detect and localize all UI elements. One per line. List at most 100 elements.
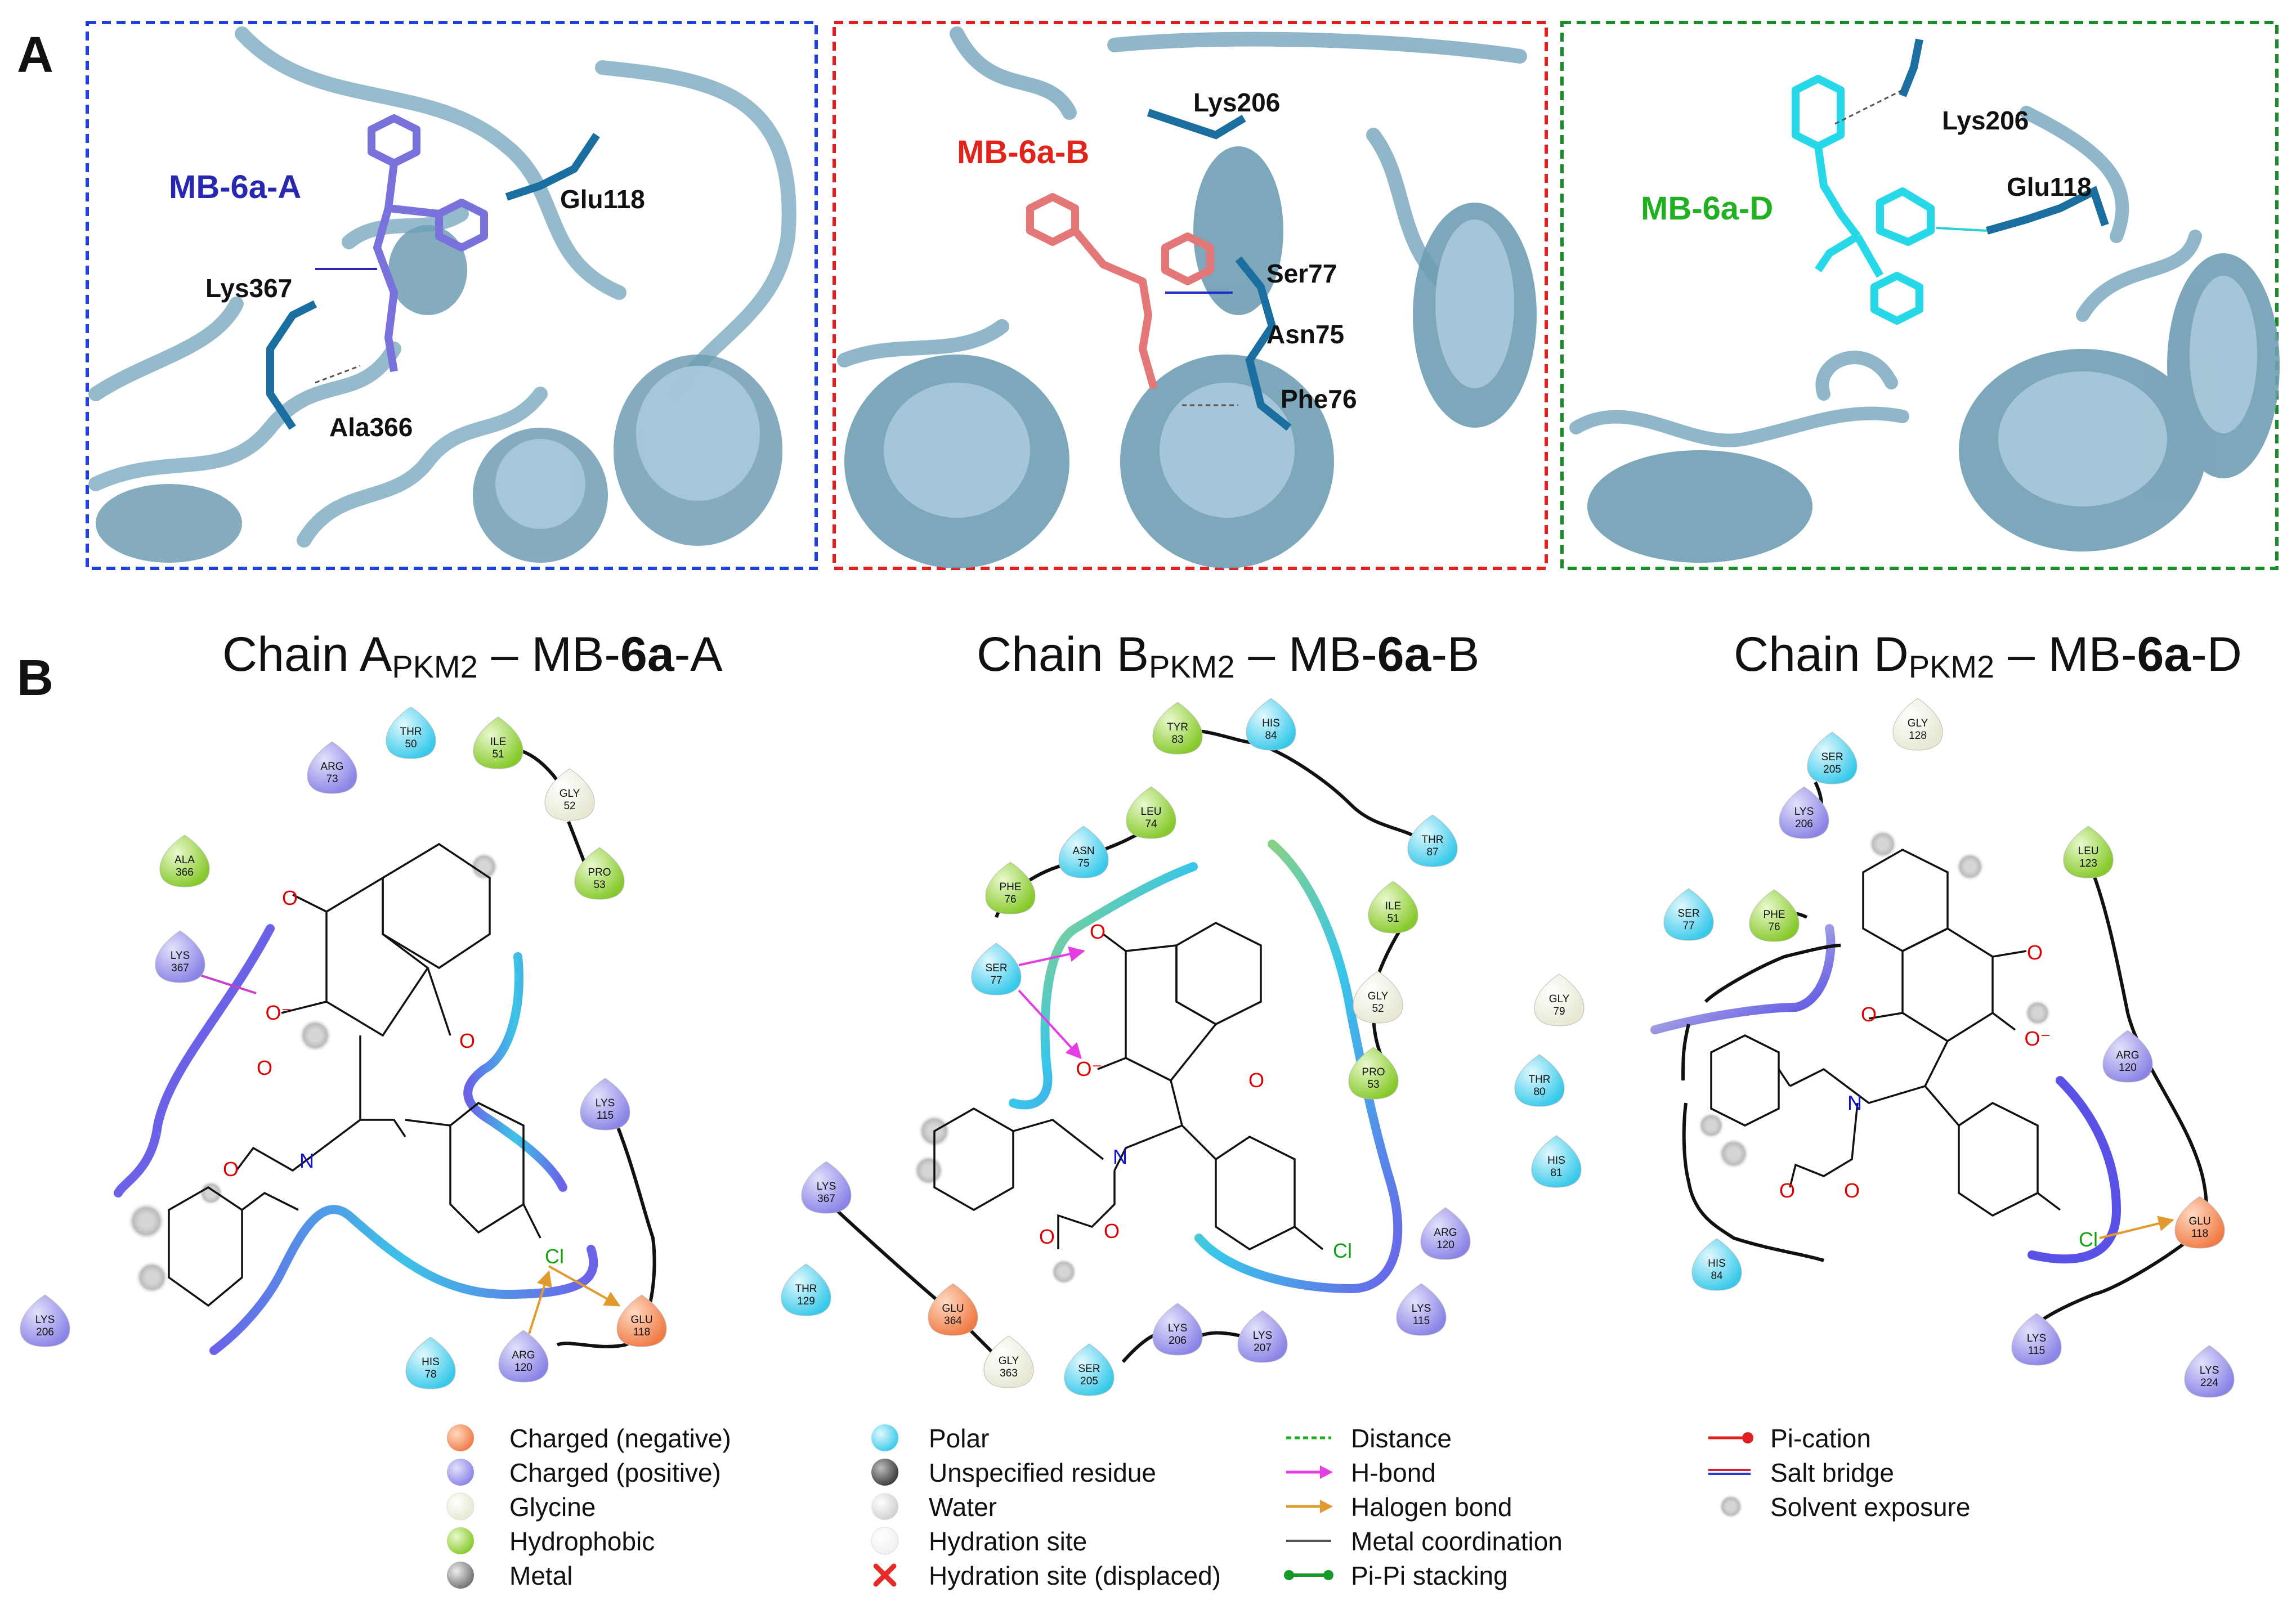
svg-text:H-bond: H-bond (1351, 1458, 1436, 1487)
svg-text:ASN: ASN (1072, 845, 1094, 857)
legend-item: Hydration site (871, 1527, 1087, 1556)
svg-text:367: 367 (817, 1193, 835, 1205)
legend-item: Pi-cation (1708, 1424, 1871, 1453)
atom-label: O (1844, 1179, 1860, 1202)
svg-text:120: 120 (1436, 1239, 1454, 1251)
svg-text:Polar: Polar (929, 1424, 989, 1453)
solvent-exposure (913, 1114, 1077, 1285)
svg-text:205: 205 (1080, 1375, 1098, 1387)
svg-text:75: 75 (1077, 858, 1089, 869)
svg-text:Pi-cation: Pi-cation (1770, 1424, 1871, 1453)
ligand-sticks-a2 (1026, 193, 1214, 389)
svg-text:364: 364 (944, 1315, 962, 1327)
svg-text:THR: THR (400, 726, 422, 738)
atom-label: N (1113, 1145, 1127, 1168)
legend: Charged (negative) Charged (positive) Gl… (446, 1424, 1970, 1590)
residue-label: Lys206 (1942, 106, 2029, 135)
panel-a-chain-d: MB-6a-D Lys206 Glu118 (1560, 21, 2280, 570)
svg-text:73: 73 (326, 773, 338, 785)
svg-text:87: 87 (1426, 846, 1438, 858)
svg-text:LEU: LEU (2078, 845, 2099, 857)
atom-label: O (282, 886, 298, 909)
svg-text:Metal: Metal (509, 1561, 572, 1590)
svg-text:LYS: LYS (2027, 1333, 2047, 1344)
residue-label: Ala366 (329, 412, 413, 442)
legend-item: Metal (447, 1561, 572, 1590)
svg-text:74: 74 (1145, 818, 1157, 830)
svg-text:ARG: ARG (1434, 1227, 1457, 1239)
svg-text:Charged (negative): Charged (negative) (509, 1424, 731, 1453)
ligand-sticks-a3 (1792, 75, 1935, 325)
svg-text:120: 120 (514, 1362, 532, 1374)
svg-text:128: 128 (1909, 730, 1927, 742)
legend-item: Pi-Pi stacking (1284, 1561, 1508, 1590)
atom-label: O⁻ (1076, 1057, 1102, 1080)
svg-text:78: 78 (424, 1369, 436, 1380)
legend-item: Charged (positive) (447, 1458, 721, 1487)
residue-label: Ser77 (1266, 259, 1337, 288)
svg-text:Metal coordination: Metal coordination (1351, 1527, 1563, 1556)
svg-text:76: 76 (1004, 894, 1016, 905)
svg-text:Unspecified residue: Unspecified residue (929, 1458, 1156, 1487)
panel-label-a: A (17, 27, 53, 83)
svg-text:ILE: ILE (490, 736, 507, 748)
atom-label: N (299, 1149, 314, 1172)
atom-label: Cl (2079, 1228, 2098, 1251)
svg-text:Water: Water (929, 1492, 997, 1522)
residue-label: Asn75 (1266, 320, 1344, 349)
legend-item: Metal coordination (1286, 1527, 1563, 1556)
svg-text:53: 53 (593, 879, 605, 891)
svg-text:115: 115 (597, 1110, 614, 1122)
svg-text:Pi-Pi stacking: Pi-Pi stacking (1351, 1561, 1508, 1590)
svg-text:LYS: LYS (1168, 1322, 1188, 1334)
svg-text:LEU: LEU (1141, 806, 1162, 818)
atom-label: O (1861, 1003, 1877, 1026)
residue-label: Glu118 (2007, 172, 2092, 201)
svg-text:Hydration site: Hydration site (929, 1527, 1087, 1556)
svg-text:HIS: HIS (422, 1356, 440, 1368)
svg-text:83: 83 (1171, 734, 1183, 746)
svg-text:363: 363 (1000, 1367, 1018, 1379)
svg-text:GLU: GLU (2188, 1216, 2210, 1227)
svg-text:Salt bridge: Salt bridge (1770, 1458, 1894, 1487)
svg-text:366: 366 (176, 867, 194, 878)
svg-text:SER: SER (1677, 908, 1699, 920)
diagram-title: Chain BPKM2 – MB-6a-B (977, 627, 1479, 684)
svg-text:LYS: LYS (35, 1314, 55, 1326)
svg-text:PHE: PHE (1763, 909, 1785, 921)
panel-label-b: B (17, 650, 53, 706)
residue-label: Lys367 (205, 273, 292, 303)
svg-text:SER: SER (985, 962, 1007, 974)
svg-text:LYS: LYS (1253, 1330, 1273, 1342)
svg-text:120: 120 (2119, 1062, 2137, 1074)
svg-text:LYS: LYS (596, 1097, 615, 1109)
svg-text:THR: THR (1421, 834, 1443, 846)
svg-text:Hydration site (displaced): Hydration site (displaced) (929, 1561, 1221, 1590)
atom-label: O (1248, 1069, 1264, 1092)
protein-cartoon-a2 (837, 26, 1527, 367)
svg-text:THR: THR (795, 1283, 817, 1295)
solvent-exposure (127, 852, 499, 1294)
residue-label: Lys206 (1193, 88, 1280, 117)
